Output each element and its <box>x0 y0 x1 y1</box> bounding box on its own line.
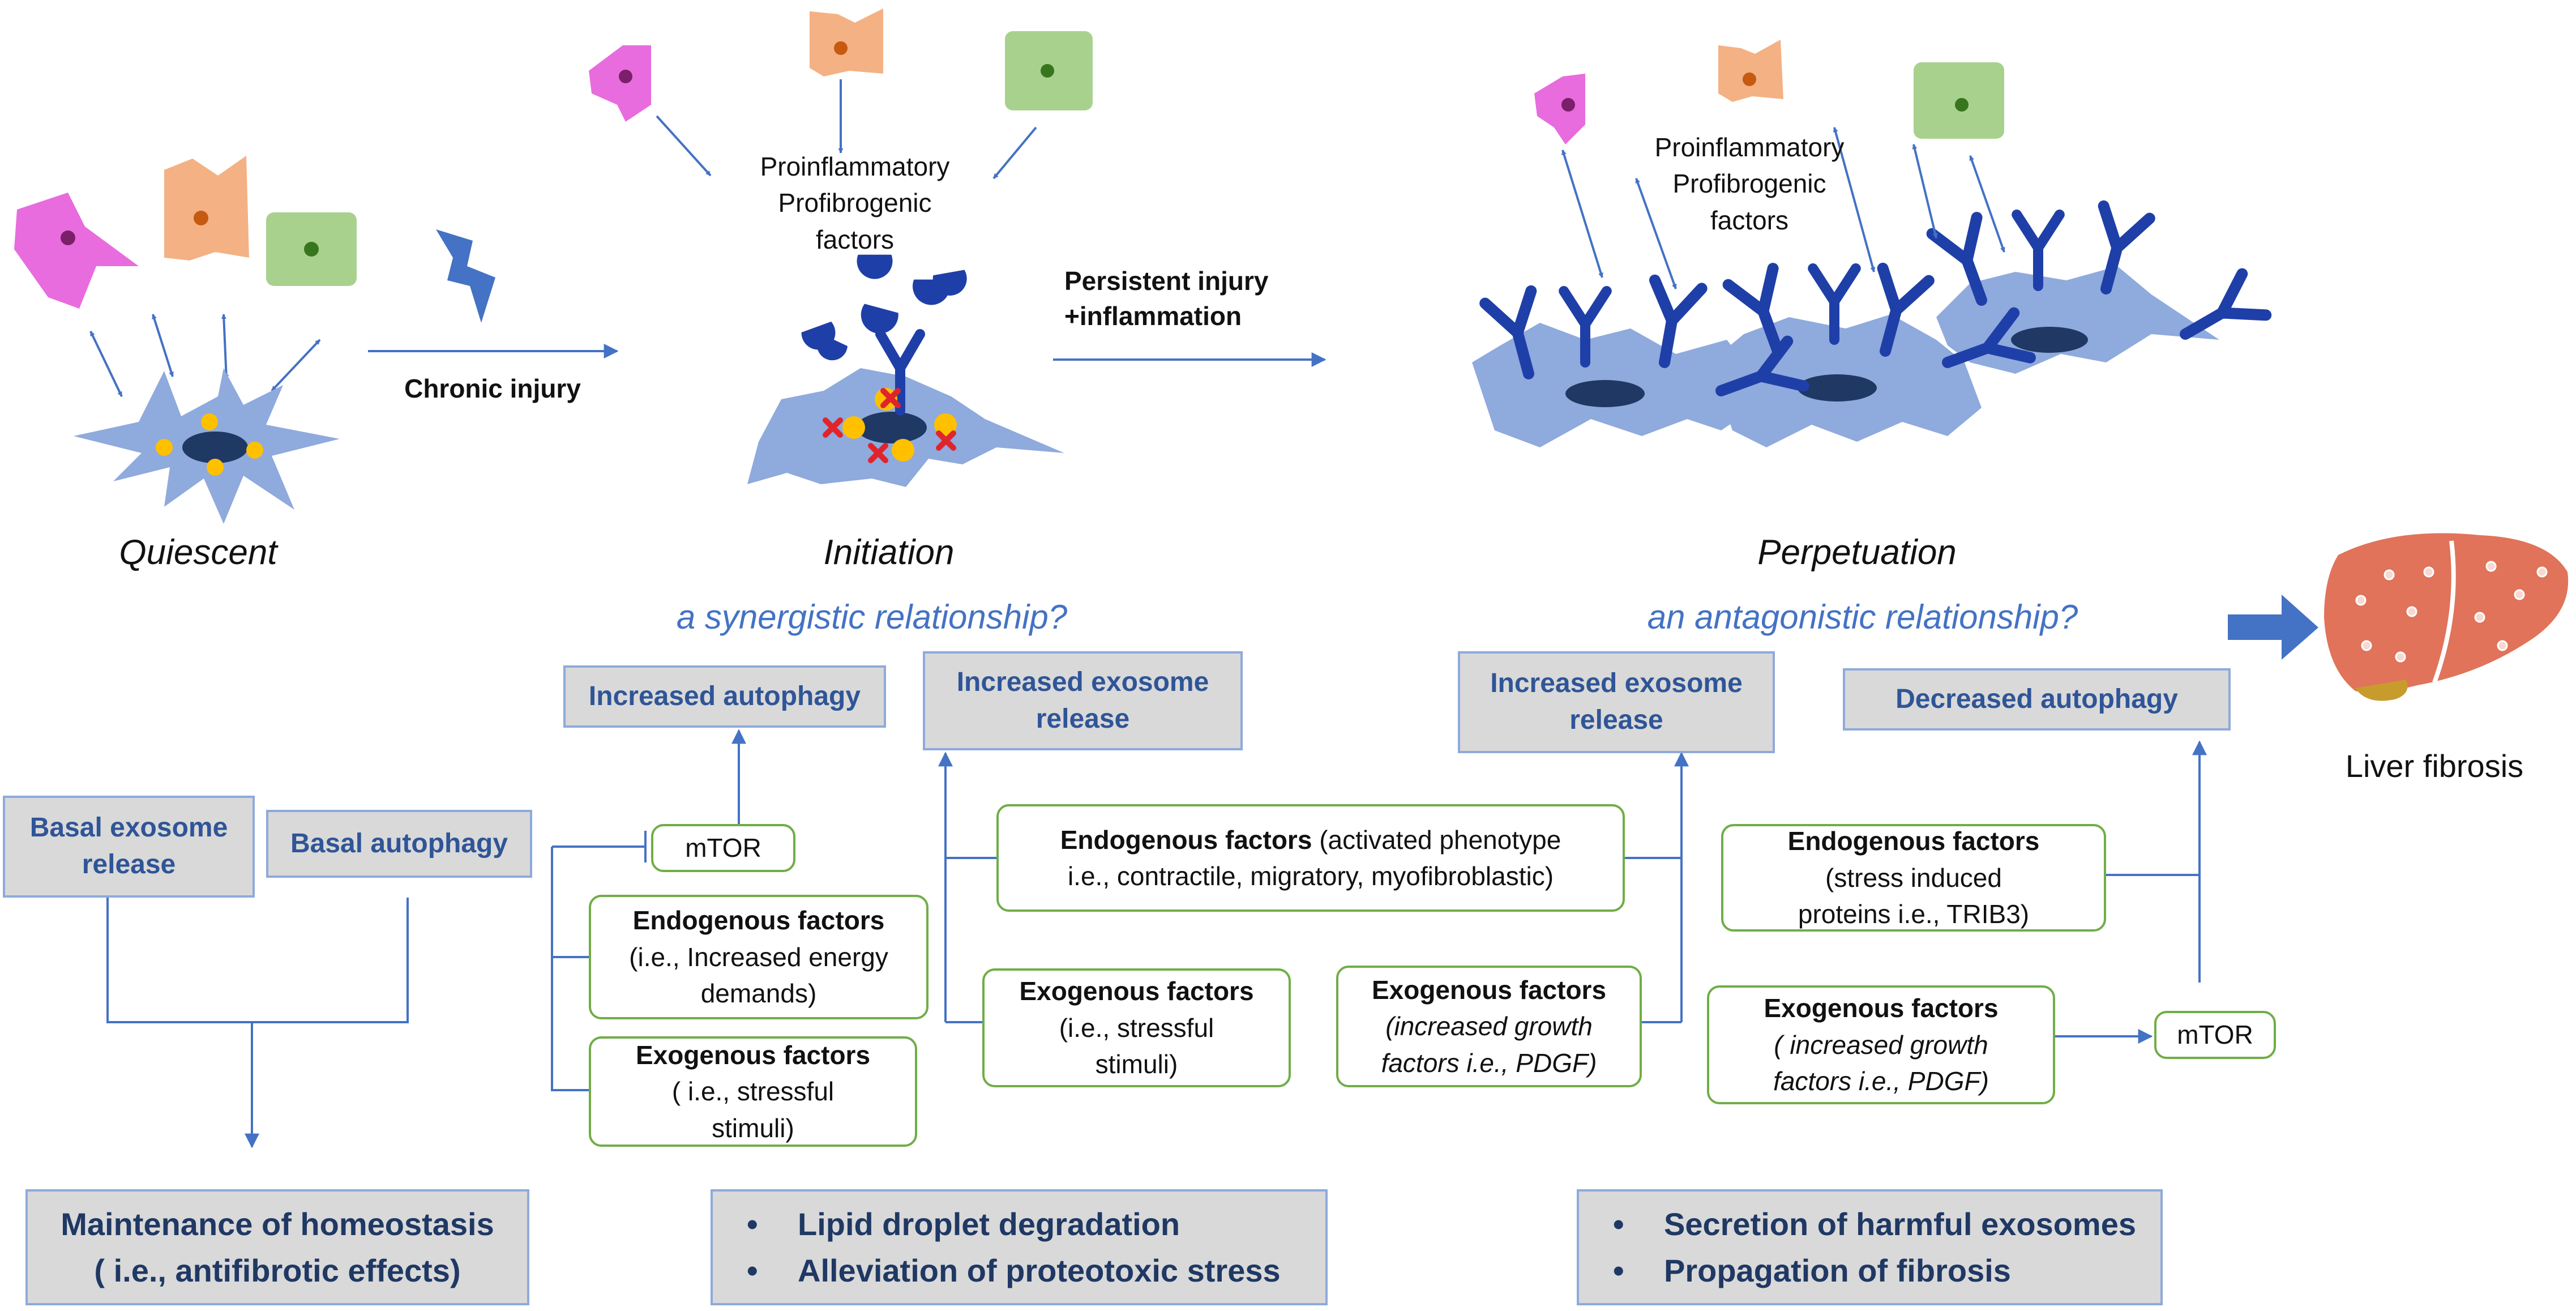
endogenous-left-line: demands) <box>700 979 817 1009</box>
orange-cell-3 <box>1718 40 1783 102</box>
basal-exosome-release-box: Basal exosome release <box>3 796 255 898</box>
increased-exosome-right-line: Increased exosome <box>1490 668 1743 699</box>
chronic-injury-label: Chronic injury <box>404 374 581 403</box>
perpetuation-cells <box>1534 40 2004 144</box>
endogenous-left-line: (i.e., Increased energy <box>629 942 888 972</box>
basal-exosome-line: Basal exosome <box>29 813 228 843</box>
persistent-injury-line1: Persistent injury <box>1064 266 1269 296</box>
exogenous-right-line: ( increased growth <box>1774 1030 1988 1060</box>
initiation-stellate-cell <box>747 329 1064 487</box>
pink-cell-2 <box>589 45 651 122</box>
perpetuation-factor-arrows <box>1561 127 2005 289</box>
initiation-factor-line: Proinflammatory <box>760 152 950 181</box>
endogenous-right-line: (stress induced <box>1825 862 2002 892</box>
basal-autophagy-box: Basal autophagy <box>266 810 532 878</box>
exogenous-right-line: factors i.e., PDGF) <box>1773 1066 1989 1096</box>
increased-exosome-release-left-box: Increased exosome release <box>923 651 1243 750</box>
exogenous-left-line: ( i.e., stressful <box>671 1077 835 1107</box>
mtor-right-box: mTOR <box>2154 1011 2276 1059</box>
pink-cell-1 <box>14 193 139 309</box>
increased-exosome-left-line: release <box>1035 703 1130 734</box>
pink-cell-3 <box>1534 74 1585 144</box>
harmful-outcome-item: Propagation of fibrosis <box>1613 1248 2136 1293</box>
harmful-outcome-box: Secretion of harmful exosomes Propagatio… <box>1577 1189 2163 1305</box>
initiation-factors-label: Proinflammatory Profibrogenic factors <box>725 148 985 258</box>
perpetuation-factors-label: Proinflammatory Profibrogenic factors <box>1619 129 1880 238</box>
exogenous-factors-center-left-box: Exogenous factors (i.e., stressful stimu… <box>982 968 1291 1087</box>
endogenous-right-title: Endogenous factors <box>1787 826 2040 856</box>
exogenous-factors-right-box: Exogenous factors ( increased growth fac… <box>1707 985 2055 1104</box>
initiation-cells <box>589 8 1093 122</box>
endogenous-factors-left-box: Endogenous factors (i.e., Increased ener… <box>589 895 928 1019</box>
endogenous-factors-center-box: Endogenous factors (activated phenotype … <box>996 804 1625 912</box>
increased-autophagy-box: Increased autophagy <box>563 665 886 728</box>
basal-exosome-line: release <box>82 849 176 879</box>
exogenous-center-left-title: Exogenous factors <box>1019 976 1254 1006</box>
mtor-left-label: mTOR <box>685 833 761 863</box>
lipid-outcome-box: Lipid droplet degradation Alleviation of… <box>711 1189 1328 1305</box>
harmful-outcome-item: Secretion of harmful exosomes <box>1613 1201 2136 1247</box>
persistent-injury-line2: +inflammation <box>1064 301 1242 331</box>
endogenous-right-line: proteins i.e., TRIB3) <box>1798 899 2030 929</box>
synergistic-question: a synergistic relationship? <box>676 598 1068 636</box>
quiescent-cells <box>14 156 357 309</box>
perpetuation-factor-line: Profibrogenic <box>1672 169 1826 199</box>
homeostasis-line: ( i.e., antifibrotic effects) <box>94 1252 461 1288</box>
exogenous-center-left-line: stimuli) <box>1095 1049 1178 1079</box>
exogenous-left-title: Exogenous factors <box>635 1040 871 1070</box>
homeostasis-outcome-box: Maintenance of homeostasis ( i.e., antif… <box>25 1189 529 1305</box>
big-right-arrow <box>2228 595 2318 660</box>
liver-fibrosis-label: Liver fibrosis <box>2345 748 2524 784</box>
endogenous-left-title: Endogenous factors <box>632 906 885 936</box>
stage-label-quiescent: Quiescent <box>119 533 277 572</box>
exogenous-factors-center-right-box: Exogenous factors (increased growth fact… <box>1336 966 1642 1087</box>
initiation-factor-arrows <box>656 79 1037 180</box>
exogenous-center-right-line: factors i.e., PDGF) <box>1381 1048 1597 1078</box>
exogenous-center-right-title: Exogenous factors <box>1371 975 1607 1005</box>
lipid-outcome-item: Alleviation of proteotoxic stress <box>747 1248 1281 1293</box>
orange-cell-1 <box>164 156 249 261</box>
exogenous-factors-left-box: Exogenous factors ( i.e., stressful stim… <box>589 1036 917 1147</box>
quiescent-stellate-cell <box>74 368 340 524</box>
mtor-left-box: mTOR <box>651 824 795 872</box>
exogenous-right-title: Exogenous factors <box>1764 993 1999 1023</box>
antagonistic-question: an antagonistic relationship? <box>1647 598 2078 636</box>
perpetuation-stellate-cells <box>1472 206 2266 447</box>
initiation-factor-line: factors <box>815 224 895 254</box>
exogenous-center-left-line: (i.e., stressful <box>1059 1013 1214 1043</box>
connector-lines <box>106 729 2207 1148</box>
increased-exosome-release-right-box: Increased exosome release <box>1458 651 1775 753</box>
lipid-outcome-item: Lipid droplet degradation <box>747 1201 1281 1247</box>
lipid-outcome-list: Lipid droplet degradation Alleviation of… <box>713 1201 1281 1293</box>
quiescent-arrows <box>89 314 321 397</box>
increased-exosome-left-line: Increased exosome <box>956 667 1209 697</box>
mtor-right-label: mTOR <box>2177 1020 2253 1050</box>
liver-illustration <box>2324 533 2569 701</box>
increased-exosome-right-line: release <box>1569 705 1663 735</box>
exogenous-center-right-line: (increased growth <box>1385 1011 1593 1041</box>
endogenous-center-rest: (activated phenotype <box>1312 825 1561 855</box>
initiation-factor-line: Profibrogenic <box>778 188 932 218</box>
orange-cell-2 <box>810 8 883 76</box>
perpetuation-factor-line: factors <box>1710 205 1789 235</box>
stage-label-initiation: Initiation <box>823 533 955 572</box>
perpetuation-factor-line: Proinflammatory <box>1654 133 1845 162</box>
exogenous-left-line: stimuli) <box>712 1113 794 1143</box>
lightning-icon <box>436 229 495 323</box>
endogenous-center-line2: i.e., contractile, migratory, myofibrobl… <box>1067 861 1554 891</box>
persistent-injury-label: Persistent injury +inflammation <box>1064 263 1302 334</box>
homeostasis-line: Maintenance of homeostasis <box>61 1206 494 1242</box>
harmful-outcome-list: Secretion of harmful exosomes Propagatio… <box>1579 1201 2136 1293</box>
endogenous-factors-right-box: Endogenous factors (stress induced prote… <box>1721 824 2106 932</box>
stage-label-perpetuation: Perpetuation <box>1757 533 1957 572</box>
endogenous-center-title: Endogenous factors <box>1060 825 1312 855</box>
decreased-autophagy-box: Decreased autophagy <box>1843 668 2231 731</box>
